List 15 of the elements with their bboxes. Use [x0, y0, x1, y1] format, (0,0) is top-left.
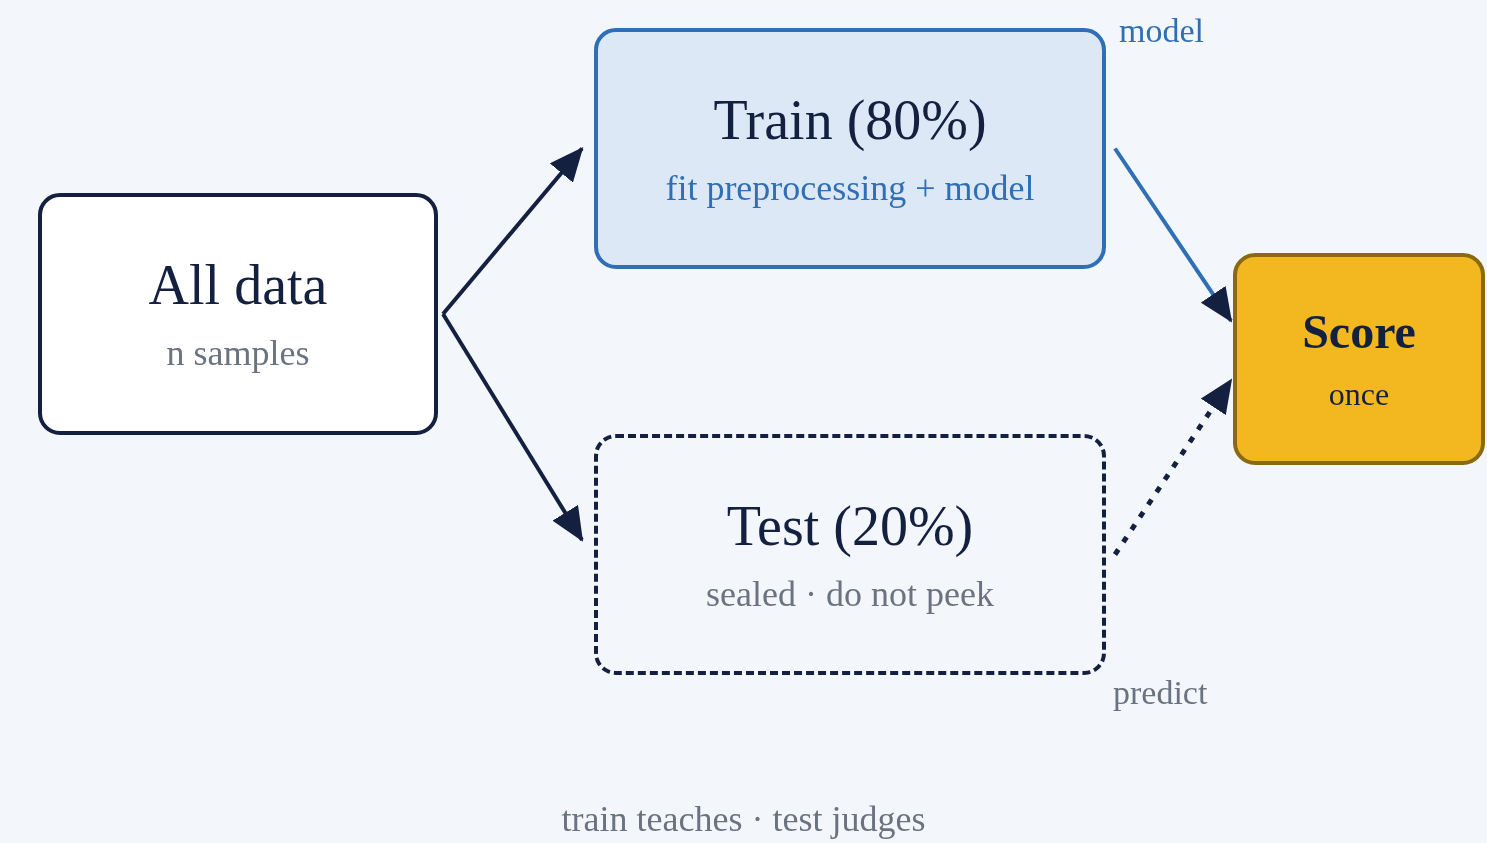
box-subtitle: fit preprocessing + model	[665, 169, 1035, 206]
box-subtitle: once	[1328, 378, 1390, 410]
score-box	[1233, 253, 1485, 465]
train-box	[594, 28, 1106, 269]
box-subtitle: n samples	[166, 335, 310, 371]
arrow	[1113, 147, 1233, 323]
box-title: Score	[1302, 308, 1416, 356]
arrow	[1112, 378, 1234, 556]
data-box	[38, 193, 438, 435]
box-subtitle: sealed · do not peek	[706, 575, 994, 612]
box-title: All data	[148, 257, 328, 313]
caption: train teaches · test judges	[560, 800, 927, 840]
arrow	[441, 146, 584, 316]
test-box	[594, 434, 1106, 675]
arrow	[441, 312, 584, 542]
